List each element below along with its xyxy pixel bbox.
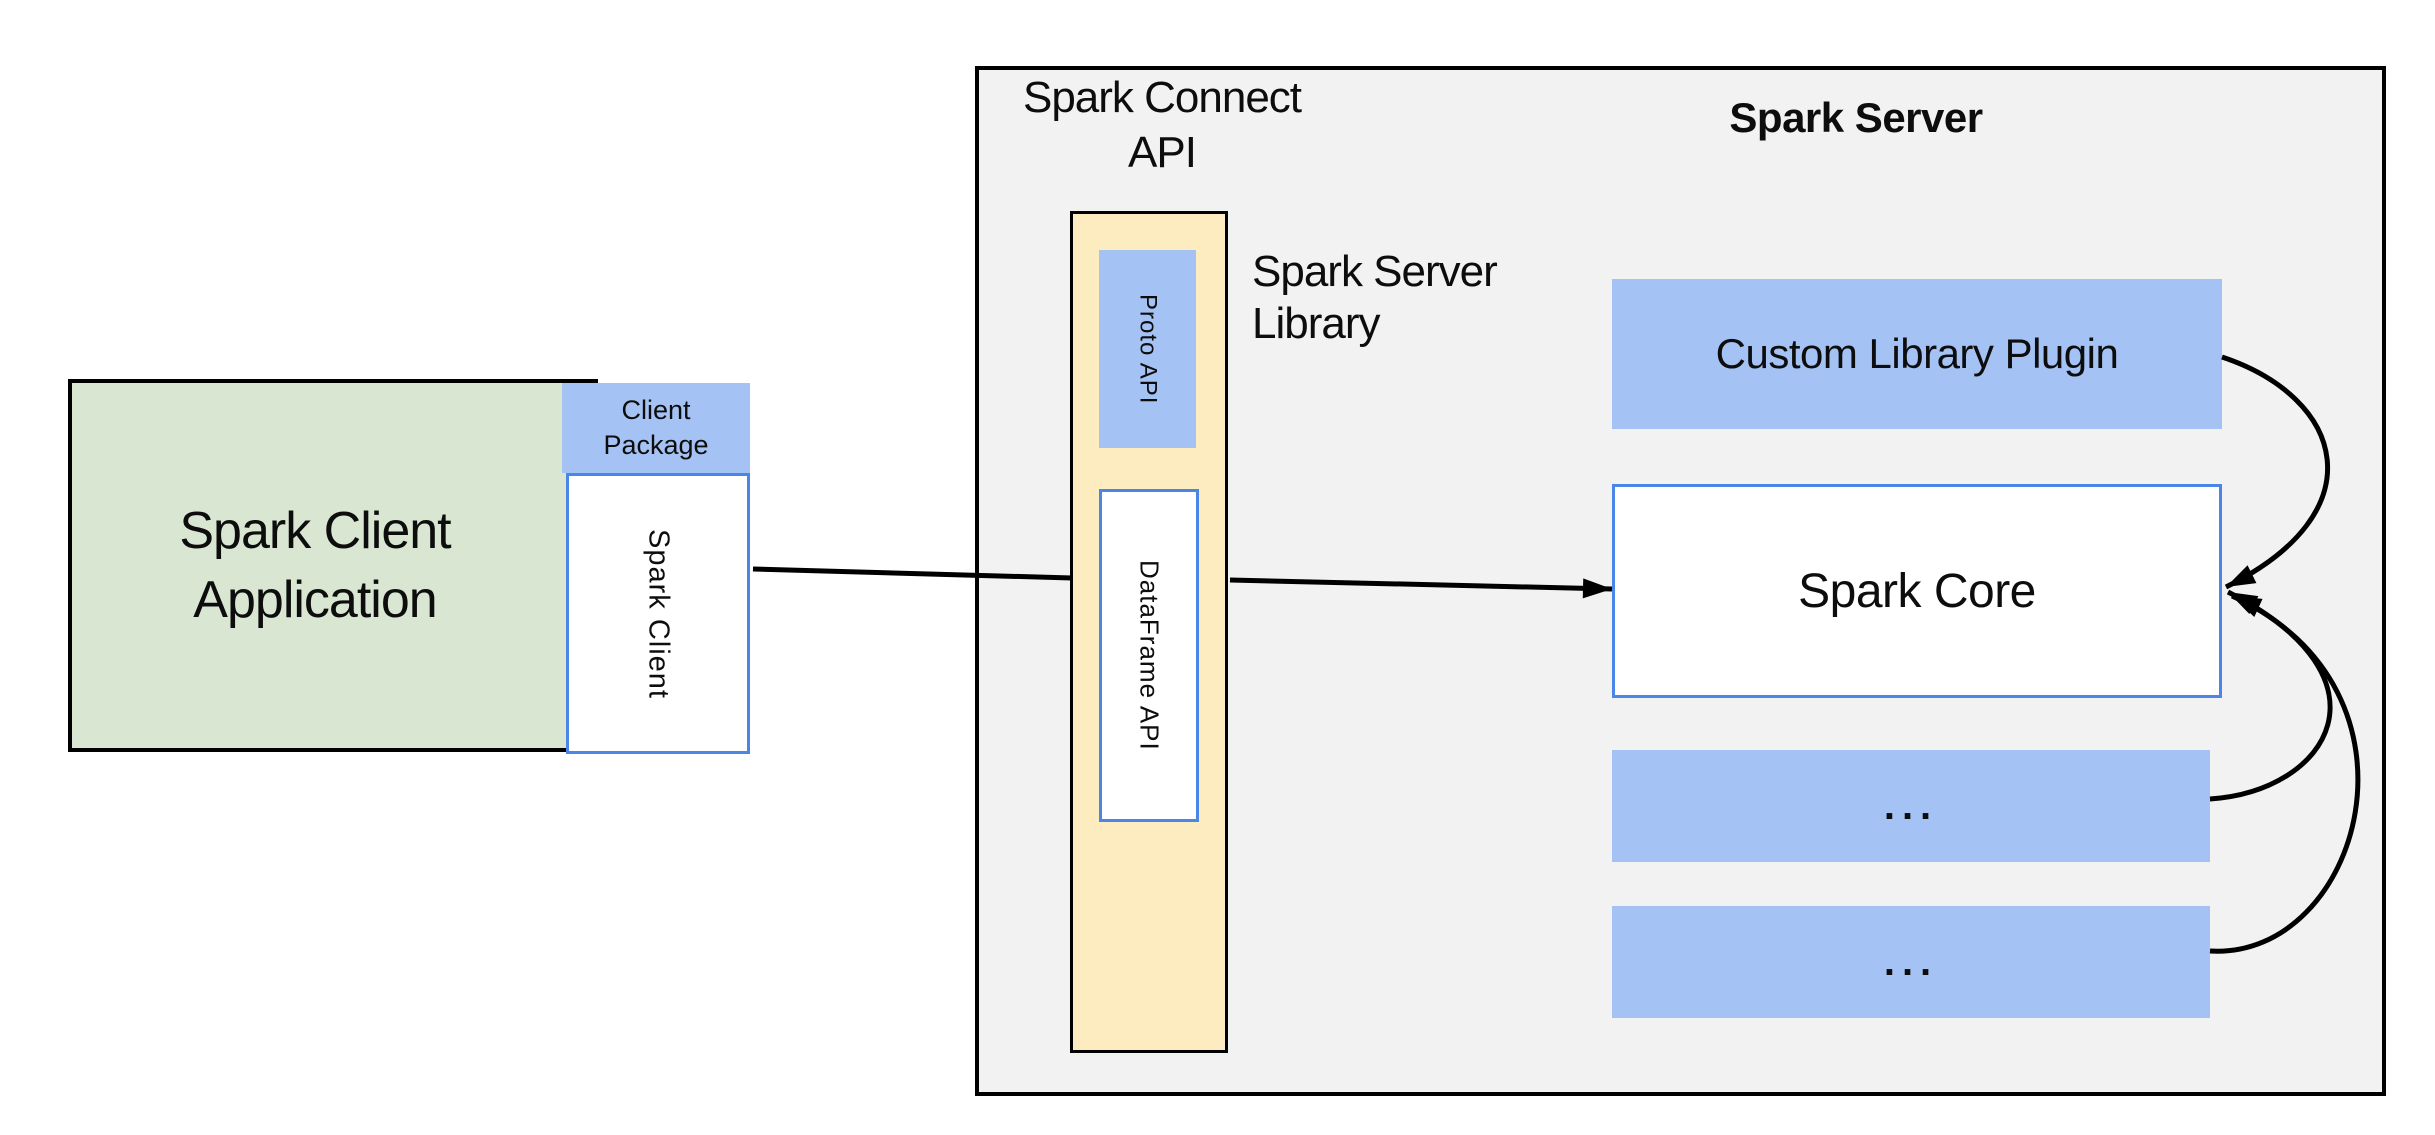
spark-connect-api-title: Spark Connect API [962,70,1362,180]
spark-client-application-label: Spark Client Application [68,379,562,752]
spark-core-label: Spark Core [1798,564,2036,618]
spark-client-application-label-line2: Application [193,570,437,629]
custom-library-plugin-box: Custom Library Plugin [1612,279,2222,429]
spark-client-label: Spark Client [642,528,675,699]
extra-plugin-box-2: ... [1612,906,2210,1018]
extra-plugin-ellipsis-2: ... [1883,939,1939,984]
dataframe-api-label: DataFrame API [1134,560,1165,751]
spark-connect-api-title-line1: Spark Connect [1022,73,1302,122]
spark-client-application-label-line1: Spark Client [179,501,451,560]
spark-server-library-label: Spark Server Library [1252,246,1672,350]
client-package-label-line2: Package [603,430,709,460]
proto-api-box: Proto API [1099,250,1196,448]
dataframe-api-box: DataFrame API [1099,489,1199,822]
client-package-label-line1: Client [621,394,691,425]
client-package-box: Client Package [562,383,750,473]
proto-api-label: Proto API [1134,293,1162,405]
spark-server-library-label-line1: Spark Server [1252,247,1498,296]
spark-client-application-box [68,379,598,752]
spark-core-box: Spark Core [1612,484,2222,698]
extra-plugin-box-1: ... [1612,750,2210,862]
spark-connect-api-title-line2: API [1128,128,1197,177]
custom-library-plugin-label: Custom Library Plugin [1715,330,2119,377]
spark-client-box: Spark Client [566,473,750,754]
spark-server-title: Spark Server [1729,94,1983,141]
spark-server-library-label-line2: Library [1252,298,1381,348]
extra-plugin-ellipsis-1: ... [1883,783,1939,828]
